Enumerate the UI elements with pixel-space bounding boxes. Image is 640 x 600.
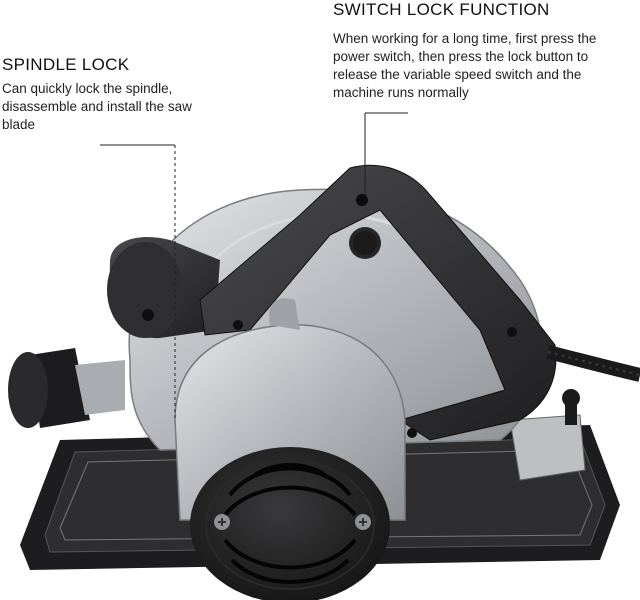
power-cord [546,345,640,382]
spindle-lock-leader [100,144,176,420]
saw-handle [199,164,557,441]
depth-bracket [509,389,586,481]
switch-lock-leader [364,112,408,195]
switch-lock-title: SWITCH LOCK FUNCTION [333,0,550,19]
switch-lock-description: When working for a long time, first pres… [333,31,597,100]
spindle-lock-description: Can quickly lock the spindle, disassembl… [2,81,192,132]
motor-end-cap [190,447,390,600]
spindle-lock-button [107,236,220,339]
spindle-lock-title: SPINDLE LOCK [2,55,130,74]
front-knob [8,348,125,428]
